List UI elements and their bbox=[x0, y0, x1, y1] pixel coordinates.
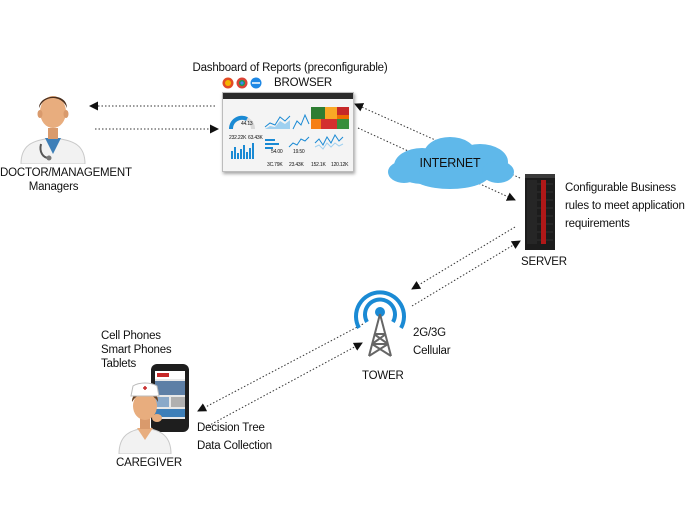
tile-value-0: 44.13 bbox=[241, 121, 253, 127]
server-note-line1: Configurable Business bbox=[565, 182, 676, 194]
tower-label: TOWER bbox=[362, 370, 404, 382]
tile-value-6: 23.43K bbox=[289, 162, 304, 168]
devices-line2: Smart Phones bbox=[101, 344, 172, 356]
arrow-tower-to-server bbox=[411, 240, 521, 307]
arrow-browser-to-server bbox=[357, 127, 516, 201]
caregiver-icon bbox=[118, 364, 189, 454]
doctor-label-line1: DOCTOR/MANAGEMENT bbox=[0, 167, 132, 179]
tile-value-5: 3C.79K bbox=[267, 162, 283, 168]
dashboard-graphics bbox=[228, 107, 349, 159]
caregiver-note-line2: Data Collection bbox=[197, 440, 272, 452]
caregiver-label: CAREGIVER bbox=[116, 457, 182, 469]
server-note-line3: requirements bbox=[565, 218, 630, 230]
tile-value-8: 120.12K bbox=[331, 162, 349, 168]
server-note-line2: rules to meet application bbox=[565, 200, 685, 212]
browser-label: BROWSER bbox=[274, 77, 333, 89]
internet-cloud-icon bbox=[388, 137, 514, 189]
server-label: SERVER bbox=[521, 256, 567, 268]
tower-network-line2: Cellular bbox=[413, 345, 451, 357]
tower-network-line1: 2G/3G bbox=[413, 327, 446, 339]
arrow-server-to-browser bbox=[354, 103, 521, 179]
browser-topbar bbox=[223, 93, 353, 99]
devices-line1: Cell Phones bbox=[101, 330, 161, 342]
tile-value-1: 232.22K bbox=[229, 135, 247, 141]
dashboard-title: Dashboard of Reports (preconfigurable) bbox=[192, 62, 388, 74]
internet-label: INTERNET bbox=[419, 156, 481, 170]
arrow-caregiver-to-tower bbox=[207, 342, 363, 427]
server-icon bbox=[525, 174, 555, 250]
tile-value-7: 152.1K bbox=[311, 162, 326, 168]
devices-line3: Tablets bbox=[101, 358, 137, 370]
cell-tower-icon bbox=[354, 290, 406, 357]
tile-value-3: 54.00 bbox=[271, 149, 283, 155]
arrow-server-to-tower bbox=[411, 226, 516, 290]
doctor-label-line2: Managers bbox=[28, 181, 79, 193]
caregiver-note-line1: Decision Tree bbox=[197, 422, 265, 434]
tile-value-4: 19.50 bbox=[293, 149, 305, 155]
tile-value-2: 63.43K bbox=[248, 135, 263, 141]
doctor-icon bbox=[20, 96, 86, 164]
arrow-tower-to-caregiver bbox=[197, 323, 364, 412]
browser-logos-icon bbox=[222, 77, 262, 89]
browser-dashboard-thumbnail: 44.13 232.22K 63.43K 54.00 19.50 3C.79K … bbox=[222, 92, 354, 172]
